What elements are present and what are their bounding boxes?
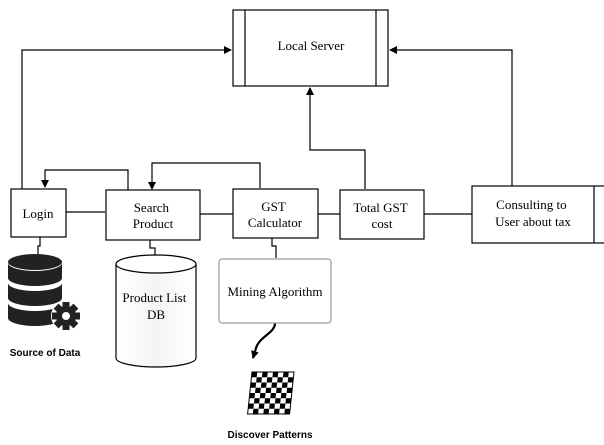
login-source-connector xyxy=(37,237,41,254)
checker-square xyxy=(280,393,287,399)
checker-square xyxy=(256,377,262,383)
total-gst-cost-label-line-2: cost xyxy=(372,216,393,231)
connectors xyxy=(18,46,604,258)
database-gear-icon xyxy=(8,254,81,331)
product-list-db-node: Product List DB xyxy=(115,254,197,368)
checker-square xyxy=(260,382,267,388)
checker-square xyxy=(251,372,258,378)
gst-calculator-node: GST Calculator xyxy=(232,188,319,239)
svg-text:GST Calculator: GST Calculator xyxy=(248,199,303,230)
search-product-label-line-2: Product xyxy=(133,216,174,231)
checker-square xyxy=(250,382,257,388)
checker-square xyxy=(273,408,280,414)
discover-patterns-caption: Discover Patterns xyxy=(227,430,312,441)
svg-text:Search Product: Search Product xyxy=(133,200,174,231)
checker-square xyxy=(279,403,286,409)
login-server-connector xyxy=(18,46,232,195)
checker-square xyxy=(261,372,268,378)
checkerboard-icon xyxy=(247,371,295,415)
login-label: Login xyxy=(22,206,54,221)
checker-square xyxy=(269,403,275,409)
checker-square xyxy=(286,387,293,393)
checker-square xyxy=(259,393,266,399)
checker-square xyxy=(252,408,259,414)
gst-mining-connector xyxy=(271,238,277,258)
product-list-db-label-line-2: DB xyxy=(147,307,165,322)
checker-square xyxy=(287,377,294,383)
checker-square xyxy=(253,398,260,404)
checker-square xyxy=(265,387,272,393)
checker-square xyxy=(285,398,292,404)
total-server-connector xyxy=(306,87,366,189)
gst-calculator-label-line-1: GST xyxy=(261,199,286,214)
checker-square xyxy=(276,387,282,393)
mining-algorithm-label: Mining Algorithm xyxy=(228,284,323,299)
checker-square xyxy=(271,382,278,388)
svg-text:Consulting to User about: Consulting to User about tax xyxy=(495,197,571,229)
checker-square xyxy=(281,382,288,388)
checker-square xyxy=(263,408,270,414)
total-gst-cost-node: Total GST cost xyxy=(339,189,425,240)
checker-square xyxy=(248,403,254,409)
consulting-label-line-2: User about tax xyxy=(495,214,571,229)
consulting-label-line-1: Consulting to xyxy=(496,197,566,212)
checker-square xyxy=(270,393,277,399)
login-node: Login xyxy=(10,188,67,238)
search-product-node: Search Product xyxy=(105,189,201,241)
checker-square xyxy=(249,393,256,399)
svg-text:Total GST cost: Total GST cost xyxy=(353,200,410,231)
gst-search-connector xyxy=(148,162,261,190)
checker-square xyxy=(284,408,291,414)
product-list-db-label-line-1: Product List xyxy=(122,290,186,305)
checker-square xyxy=(277,377,283,383)
checker-square xyxy=(255,387,261,393)
search-db-connector xyxy=(149,240,156,256)
mining-patterns-connector xyxy=(251,322,277,359)
gst-calculator-label-line-2: Calculator xyxy=(248,215,303,230)
total-gst-cost-label-line-1: Total GST xyxy=(353,200,407,215)
mining-algorithm-node: Mining Algorithm xyxy=(218,258,332,324)
checker-square xyxy=(274,398,281,404)
svg-text:Product List DB: Product List DB xyxy=(122,290,189,322)
local-server-label: Local Server xyxy=(278,38,345,53)
local-server-node: Local Server xyxy=(232,9,389,87)
consulting-server-connector xyxy=(389,46,513,186)
source-of-data-caption: Source of Data xyxy=(10,348,81,359)
consulting-node: Consulting to User about tax xyxy=(471,185,595,244)
checker-square xyxy=(264,398,271,404)
search-product-label-line-1: Search xyxy=(134,200,170,215)
checker-square xyxy=(272,372,279,378)
checker-square xyxy=(266,377,273,383)
checker-square xyxy=(282,372,289,378)
search-login-connector xyxy=(41,169,129,190)
checker-square xyxy=(258,403,265,409)
